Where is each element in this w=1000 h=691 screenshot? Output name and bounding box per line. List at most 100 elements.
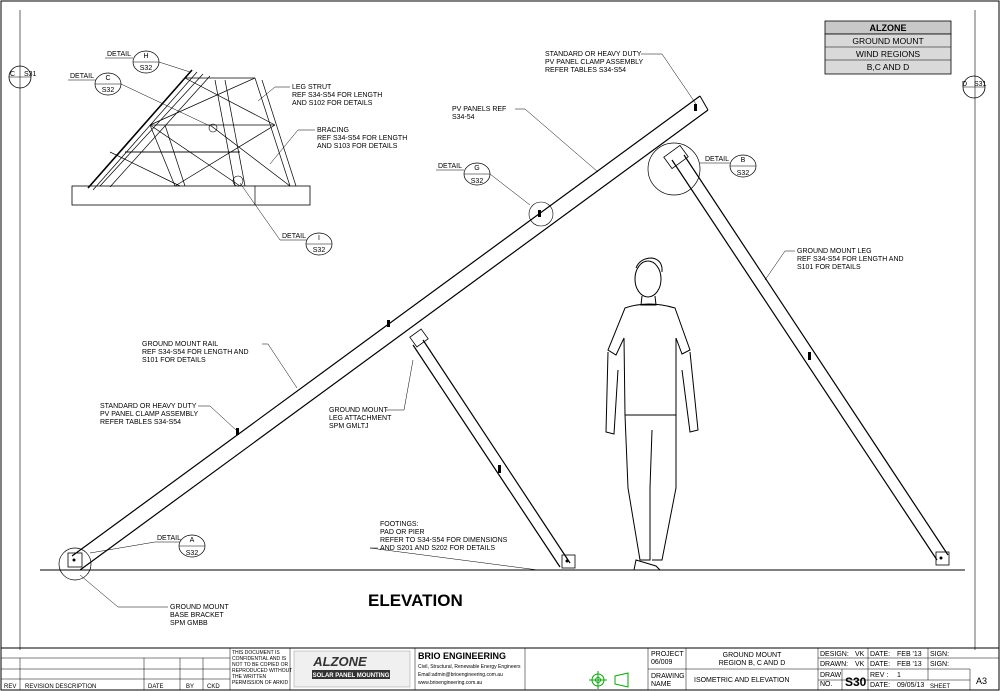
- note-ground-leg-2: REF S34-S54 FOR LENGTH AND: [797, 256, 904, 263]
- confidential-5: THE WRITTEN: [232, 674, 267, 680]
- title-block: REV REVISION DESCRIPTION DATE BY CKD THI…: [1, 647, 999, 690]
- project-title-1: GROUND MOUNT: [723, 652, 782, 659]
- section-sheet-left: S31: [24, 71, 37, 78]
- note-ground-leg-3: S101 FOR DETAILS: [797, 264, 861, 271]
- note-rail-3: S101 FOR DETAILS: [142, 357, 206, 364]
- note-bracing-3: AND S103 FOR DETAILS: [317, 143, 398, 150]
- drawn-label: DRAWN:: [820, 661, 848, 668]
- confidential-4: REPRODUCED WITHOUT: [232, 668, 292, 674]
- note-clamp-top: STANDARD OR HEAVY DUTY PV PANEL CLAMP AS…: [545, 51, 697, 105]
- detail-C-sheet: S32: [102, 87, 115, 94]
- drawing-name-label-2: NAME: [651, 681, 672, 688]
- section-marker-right: D S31: [962, 10, 987, 650]
- isometric-view: [71, 69, 311, 206]
- project-title-2: REGION B, C AND D: [719, 660, 786, 667]
- detail-B-sheet: S32: [737, 170, 750, 177]
- drawn-value: VK: [855, 661, 865, 668]
- note-clamp-top-3: REFER TABLES S34-S54: [545, 67, 626, 74]
- detail-I-id: I: [318, 235, 320, 242]
- company-line-1: Civil, Structural, Renewable Energy Engi…: [418, 664, 521, 670]
- rev-header-desc: REVISION DESCRIPTION: [25, 684, 96, 690]
- logo-sub: SOLAR PANEL MOUNTING: [313, 673, 390, 679]
- zone-box-row-2: WIND REGIONS: [856, 49, 921, 59]
- date3-label: DATE:: [870, 682, 890, 689]
- detail-callout-I: DETAIL I S32: [239, 182, 333, 256]
- detail-H-id: H: [143, 53, 148, 60]
- note-pv-panels-1: PV PANELS REF: [452, 106, 506, 113]
- note-ground-leg: GROUND MOUNT LEG REF S34-S54 FOR LENGTH …: [764, 248, 904, 281]
- note-ground-leg-1: GROUND MOUNT LEG: [797, 248, 872, 255]
- note-pv-panels-2: S34-54: [452, 114, 475, 121]
- drawing-name-label-1: DRAWING: [651, 673, 685, 680]
- rev-header-rev: REV: [4, 684, 16, 690]
- confidential-1: THIS DOCUMENT IS: [232, 650, 280, 656]
- zone-box-row-3: B,C AND D: [867, 62, 910, 72]
- note-base-bracket-3: SPM GMBB: [170, 620, 208, 627]
- project-number: 06/009: [651, 659, 673, 666]
- detail-I-sheet: S32: [313, 247, 326, 254]
- date3-value: 09/05/13: [897, 682, 924, 689]
- note-bracing: BRACING REF S34-S54 FOR LENGTH AND S103 …: [269, 127, 407, 165]
- sign1-label: SIGN:: [930, 651, 949, 658]
- note-leg-strut-1: LEG STRUT: [292, 84, 332, 91]
- rev-header-ckd: CKD: [207, 684, 220, 690]
- section-letter-right: D: [962, 81, 967, 88]
- note-rail-2: REF S34-S54 FOR LENGTH AND: [142, 349, 249, 356]
- date1-label: DATE:: [870, 651, 890, 658]
- detail-C-id: C: [105, 75, 110, 82]
- note-clamp-top-1: STANDARD OR HEAVY DUTY: [545, 51, 642, 58]
- projection-symbol: [589, 671, 629, 689]
- design-value: VK: [855, 651, 865, 658]
- detail-A-id: A: [190, 537, 195, 544]
- detail-B-label: DETAIL: [705, 156, 729, 163]
- detail-H-sheet: S32: [140, 65, 153, 72]
- note-leg-strut: LEG STRUT REF S34-S54 FOR LENGTH AND S10…: [257, 84, 382, 107]
- alzone-logo: ALZONE SOLAR PANEL MOUNTING: [293, 650, 411, 688]
- note-bracing-2: REF S34-S54 FOR LENGTH: [317, 135, 407, 142]
- note-leg-strut-2: REF S34-S54 FOR LENGTH: [292, 92, 382, 99]
- note-leg-attach-1: GROUND MOUNT: [329, 407, 388, 414]
- note-footings-1: FOOTINGS:: [380, 521, 419, 528]
- sheet-size: A3: [976, 676, 987, 686]
- note-leg-attach-3: SPM GMLTJ: [329, 423, 369, 430]
- detail-A-sheet: S32: [186, 550, 199, 557]
- detail-callout-B: DETAIL B S32: [647, 142, 757, 196]
- note-bracing-1: BRACING: [317, 127, 349, 134]
- note-leg-attach: GROUND MOUNT LEG ATTACHMENT SPM GMLTJ: [329, 359, 414, 430]
- note-clamp-left-2: PV PANEL CLAMP ASSEMBLY: [100, 411, 199, 418]
- zone-box-header: ALZONE: [870, 23, 907, 33]
- view-title: ELEVATION: [368, 591, 463, 610]
- section-marker-left: C S31: [8, 10, 37, 650]
- note-clamp-top-2: PV PANEL CLAMP ASSEMBLY: [545, 59, 644, 66]
- detail-C-label: DETAIL: [70, 73, 94, 80]
- rev-value: 1: [897, 672, 901, 679]
- detail-B-id: B: [741, 157, 746, 164]
- note-footings-2: PAD OR PIER: [380, 529, 425, 536]
- project-label: PROJECT: [651, 651, 684, 658]
- note-base-bracket-1: GROUND MOUNT: [170, 604, 229, 611]
- section-letter-left: C: [10, 71, 15, 78]
- note-footings-3: REFER TO S34-S54 FOR DIMENSIONS: [380, 537, 508, 544]
- zone-info-box: ALZONE GROUND MOUNT WIND REGIONS B,C AND…: [824, 20, 952, 75]
- date1-value: FEB '13: [897, 651, 922, 658]
- confidential-3: NOT TO BE COPIED OR: [232, 662, 289, 668]
- design-label: DESIGN:: [820, 651, 849, 658]
- company-line-2: Email:admin@brioengineering.com.au: [418, 672, 503, 678]
- detail-callout-G: DETAIL G S32: [436, 162, 554, 227]
- draw-number: S30: [845, 675, 867, 689]
- zone-box-row-1: GROUND MOUNT: [852, 36, 923, 46]
- note-leg-attach-2: LEG ATTACHMENT: [329, 415, 392, 422]
- detail-callout-C: DETAIL C S32: [68, 72, 211, 127]
- note-pv-panels: PV PANELS REF S34-54: [452, 106, 599, 173]
- note-rail-1: GROUND MOUNT RAIL: [142, 341, 218, 348]
- rev-label: REV :: [870, 672, 888, 679]
- detail-G-label: DETAIL: [438, 163, 462, 170]
- date2-label: DATE:: [870, 661, 890, 668]
- sheet-label: SHEET: [930, 684, 950, 690]
- note-clamp-left-3: REFER TABLES S34-S54: [100, 419, 181, 426]
- draw-no-label-2: NO.: [820, 681, 833, 688]
- company-name: BRIO ENGINEERING: [418, 651, 506, 661]
- rev-header-date: DATE: [148, 684, 164, 690]
- note-rail: GROUND MOUNT RAIL REF S34-S54 FOR LENGTH…: [142, 341, 298, 389]
